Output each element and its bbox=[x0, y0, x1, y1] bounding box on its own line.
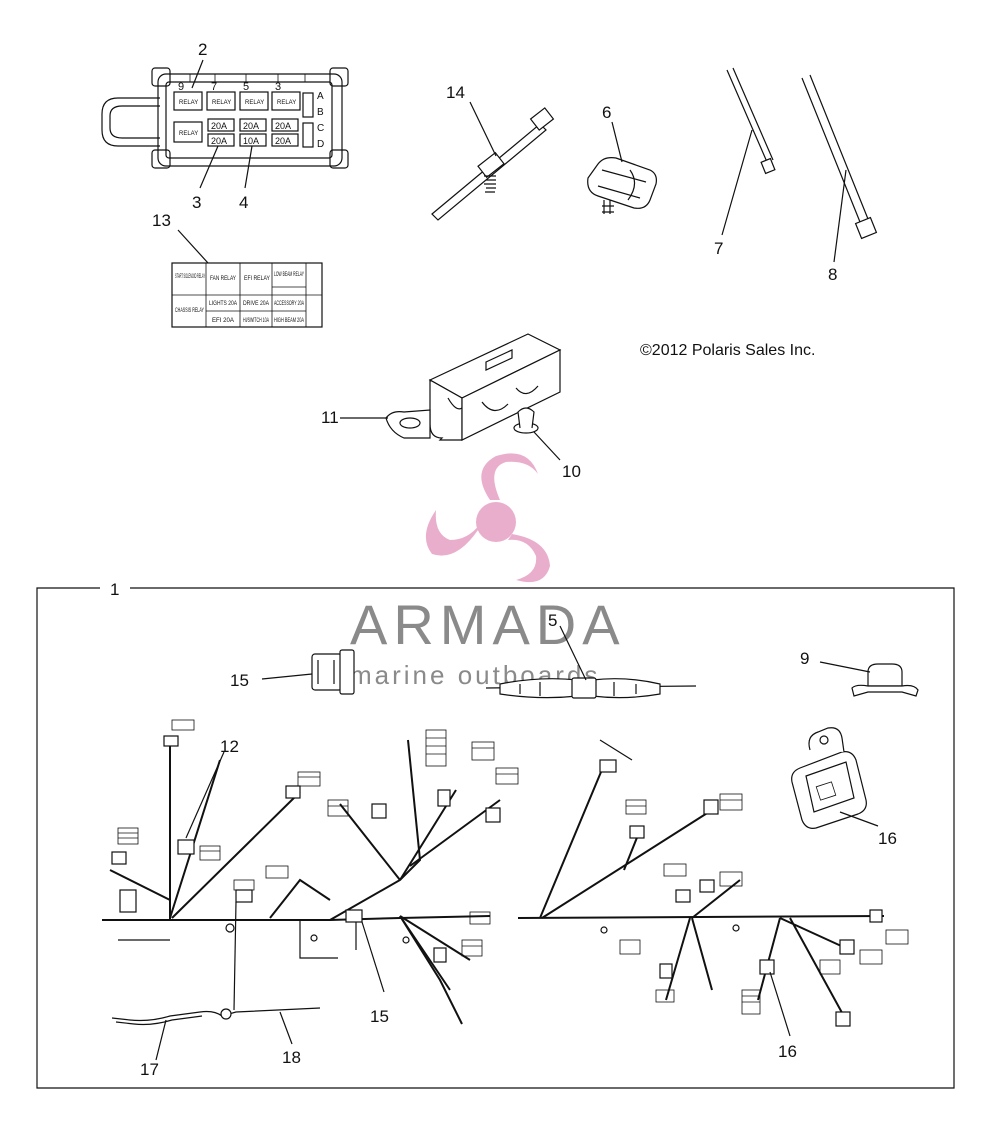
decal-cell-8: ACCESSORY 20A bbox=[274, 301, 304, 307]
callout-12: 12 bbox=[220, 737, 239, 756]
watermark-brand: ARMADA bbox=[350, 593, 626, 656]
relay-label-5: RELAY bbox=[179, 131, 198, 137]
callout-3: 3 bbox=[192, 193, 201, 212]
pos-c: C bbox=[317, 123, 324, 134]
cable-tie-clip bbox=[431, 101, 555, 221]
callout-10: 10 bbox=[562, 462, 581, 481]
push-rivet bbox=[513, 407, 561, 461]
harness-connector bbox=[261, 649, 355, 695]
decal-cell-10: HI/SWITCH 10A bbox=[243, 318, 269, 324]
fuse-label-3: 20A bbox=[275, 121, 291, 131]
pos-5: 5 bbox=[243, 81, 249, 93]
decal-cell-11: HIGH BEAM 20A bbox=[274, 318, 304, 324]
callout-16-top: 16 bbox=[878, 829, 897, 848]
pos-9: 9 bbox=[178, 81, 184, 93]
callout-9: 9 bbox=[800, 649, 809, 668]
fuse-label-1: 20A bbox=[211, 121, 227, 131]
decal-cell-5: CHASSIS RELAY bbox=[175, 308, 204, 314]
callout-13: 13 bbox=[152, 211, 171, 230]
pos-7: 7 bbox=[211, 81, 217, 93]
pos-b: B bbox=[317, 107, 324, 118]
harness-frame bbox=[36, 587, 955, 1089]
terminal-cap bbox=[819, 661, 919, 697]
inline-fuse-holder bbox=[485, 625, 697, 699]
fuse-label-4: 20A bbox=[211, 136, 227, 146]
relay-label-4: RELAY bbox=[277, 100, 296, 106]
decal-cell-9: EFI 20A bbox=[212, 318, 234, 324]
callout-5: 5 bbox=[548, 611, 557, 630]
callout-11: 11 bbox=[321, 408, 339, 427]
callout-18: 18 bbox=[282, 1048, 301, 1067]
mounting-bracket bbox=[340, 333, 562, 441]
callout-6: 6 bbox=[602, 103, 611, 122]
callout-15-connector: 15 bbox=[230, 671, 249, 690]
fuse-label-2: 20A bbox=[243, 121, 259, 131]
decal-cell-7: DRIVE 20A bbox=[243, 301, 269, 307]
callout-16-harness: 16 bbox=[778, 1042, 797, 1061]
relay-label-1: RELAY bbox=[179, 100, 198, 106]
decal-cell-3: EFI RELAY bbox=[244, 276, 270, 282]
relay-label-2: RELAY bbox=[212, 100, 231, 106]
fuse-label-5: 10A bbox=[243, 136, 259, 146]
callout-15-harness: 15 bbox=[370, 1007, 389, 1026]
decal-cell-2: FAN RELAY bbox=[210, 276, 236, 282]
main-wire-harness bbox=[102, 719, 519, 1025]
pos-3: 3 bbox=[275, 81, 281, 93]
callout-2: 2 bbox=[198, 40, 207, 59]
pos-a: A bbox=[317, 91, 324, 102]
decal-cell-4: LOW BEAM RELAY bbox=[274, 272, 304, 278]
callout-4: 4 bbox=[239, 193, 248, 212]
callout-1: 1 bbox=[110, 580, 119, 599]
callout-14: 14 bbox=[446, 83, 465, 102]
copyright-text: ©2012 Polaris Sales Inc. bbox=[640, 342, 815, 359]
connector-clip bbox=[587, 121, 657, 214]
fuse-decal: START SOLENOID RELAY FAN RELAY EFI RELAY… bbox=[171, 229, 323, 328]
watermark-logo bbox=[425, 453, 550, 583]
fuse-label-6: 20A bbox=[275, 136, 291, 146]
relay-label-3: RELAY bbox=[245, 100, 264, 106]
callout-17: 17 bbox=[140, 1060, 159, 1079]
cable-ties bbox=[721, 67, 878, 263]
diagnostic-connector bbox=[791, 727, 879, 829]
fuse-box: 9 7 5 3 A B C D RELAY RELAY RELAY RELAY … bbox=[101, 59, 349, 189]
callout-8: 8 bbox=[828, 265, 837, 284]
decal-cell-1: START SOLENOID RELAY bbox=[175, 274, 205, 280]
ground-strap-harness bbox=[111, 901, 321, 1061]
callout-7: 7 bbox=[714, 239, 723, 258]
decal-cell-6: LIGHTS 20A bbox=[209, 301, 237, 307]
pos-d: D bbox=[317, 139, 324, 150]
rear-wire-harness bbox=[517, 739, 909, 1037]
